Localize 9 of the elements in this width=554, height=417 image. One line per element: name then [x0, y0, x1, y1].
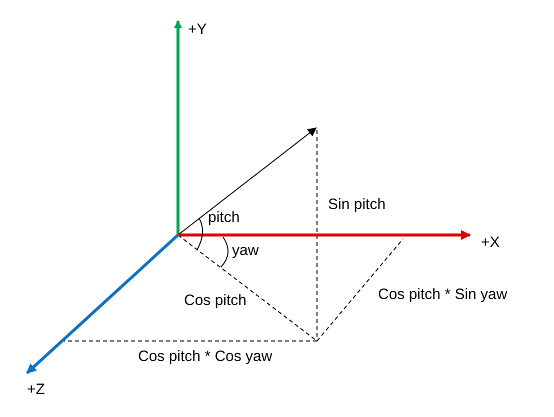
axis-label: +X: [481, 234, 500, 251]
length-label: Cos pitch * Sin yaw: [378, 286, 508, 303]
length-label: Cos pitch * Cos yaw: [138, 348, 272, 365]
length-label: Cos pitch: [184, 292, 247, 309]
axis-label: +Z: [27, 381, 45, 398]
axis-label: +Y: [188, 21, 207, 38]
length-label: Sin pitch: [328, 196, 386, 213]
angle-label: yaw: [232, 242, 259, 259]
angle-label: pitch: [208, 209, 240, 226]
